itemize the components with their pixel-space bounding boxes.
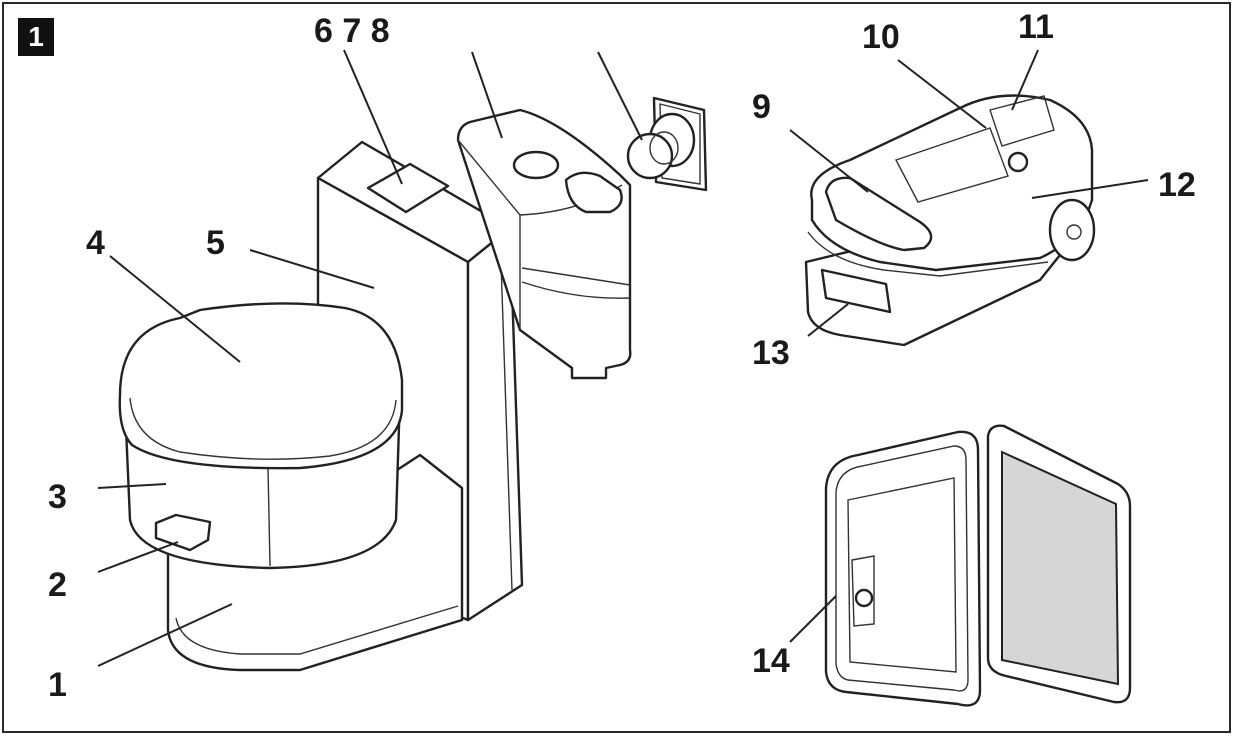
label-11: 11 [1018,8,1054,46]
tank-handle-grip [564,171,623,214]
door-opening [847,477,957,673]
leader-line-9 [789,129,869,193]
label-2: 2 [48,566,67,604]
release-handle [154,513,212,552]
toilet-illustration [118,140,524,672]
tank-fill-cap [512,150,560,180]
door-frame-inner [835,445,969,692]
label-10: 10 [862,18,900,56]
nozzle-cap [626,132,674,180]
seat-lid [118,302,404,470]
callout-labels: 1 2 3 4 5 6 7 8 9 10 11 12 13 14 [48,8,1196,704]
fill-nozzle [626,96,708,192]
leader-line-6-7-8 [343,49,403,185]
door-lock-knob [854,588,874,608]
cassette-wheel-hub [1066,224,1082,240]
label-4: 4 [86,224,105,262]
leader-line-5 [249,249,375,289]
cassette-lid-panel [895,127,1009,203]
label-6-7-8: 6 7 8 [314,12,390,50]
label-3: 3 [48,478,67,516]
tank-band-bottom [521,281,631,299]
leader-line-10 [897,59,987,129]
leader-line-4 [109,255,241,363]
nozzle-thread [649,131,679,165]
figure-number-badge: 1 [18,18,54,56]
label-12: 12 [1158,166,1196,204]
lid-rim-line [129,397,397,460]
leader-line-12 [1031,179,1149,199]
leader-line-tank [471,51,503,139]
tank-band-top [521,267,631,286]
label-9: 9 [752,88,771,126]
leader-line-3 [97,483,167,489]
leader-line-2 [97,541,179,573]
leader-lines [97,49,1149,667]
cassette-wheel [1048,198,1096,262]
leader-line-11 [1011,49,1039,111]
column-edge-line [499,231,513,591]
cassette-handle [824,176,933,252]
cassette-level-panel [989,95,1055,147]
cassette-slide [820,268,892,314]
label-14: 14 [752,642,790,680]
waste-cassette [804,94,1096,347]
leader-line-1 [97,603,233,667]
service-door [824,424,1132,707]
bowl-seam [267,467,271,567]
door-frame-outer [824,430,982,707]
base-rim-line [175,605,459,655]
cassette-rim [807,231,1049,277]
flush-water-tank [456,108,632,380]
door-lock-plate [851,555,875,627]
label-13: 13 [752,334,790,372]
leader-line-14 [789,595,837,643]
leader-line-13 [807,303,849,337]
label-5: 5 [206,224,225,262]
cassette-valve-knob [1007,151,1029,173]
door-leaf-panel [1001,450,1120,686]
leader-line-nozzle [597,51,643,141]
label-1: 1 [48,666,67,704]
